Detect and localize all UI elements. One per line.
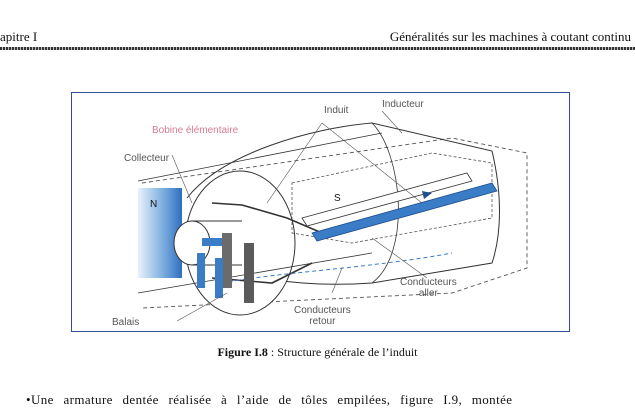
body-paragraph: •Une armature dentée réalisée à l’aide d… <box>26 392 513 407</box>
conductor-aller-outline <box>301 172 473 227</box>
label-north: N <box>150 199 158 210</box>
label-bobine: Bobine élémentaire <box>152 125 239 136</box>
label-south: S <box>334 193 341 204</box>
brush-lower <box>244 243 254 303</box>
label-collecteur: Collecteur <box>124 153 170 164</box>
caption-text: : Structure générale de l’induit <box>267 345 418 359</box>
header-rule <box>0 47 635 50</box>
brush-upper <box>222 233 232 288</box>
label-conducteurs-retour: Conducteurs retour <box>294 305 351 327</box>
pole-south <box>291 152 493 244</box>
chapter-title: Généralités sur les machines à coutant c… <box>389 29 631 44</box>
inducteur-outline <box>141 137 528 309</box>
label-conducteurs-aller: Conducteurs aller <box>400 277 457 299</box>
label-inducteur: Inducteur <box>382 99 424 110</box>
conductor-aller <box>311 182 498 242</box>
page-header: apitre I Généralités sur les machines à … <box>0 27 635 50</box>
label-balais: Balais <box>112 317 140 328</box>
chapter-label: apitre I <box>0 29 38 44</box>
caption-number: Figure I.8 <box>217 345 268 359</box>
machine-diagram <box>137 110 528 322</box>
label-induit: Induit <box>324 105 349 116</box>
current-return-path <box>221 252 453 284</box>
figure-induit-structure: Induit Inducteur Bobine élémentaire Coll… <box>71 92 570 332</box>
induit-back <box>371 122 399 284</box>
figure-caption: Figure I.8 : Structure générale de l’ind… <box>0 345 635 360</box>
pole-north <box>138 188 182 278</box>
brush-holder <box>202 238 222 246</box>
